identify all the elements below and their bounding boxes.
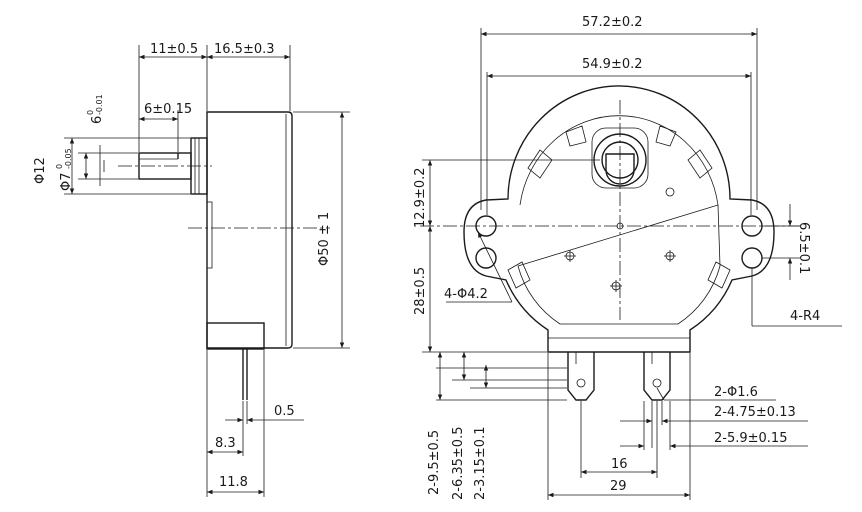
dim-6-5: 6.5±0.1 (796, 222, 811, 274)
svg-text:-0.05: -0.05 (64, 148, 73, 169)
dim-12-9: 12.9±0.2 (413, 167, 428, 228)
dim-11: 11±0.5 (150, 42, 198, 57)
dim-57-2: 57.2±0.2 (582, 15, 643, 30)
dim-29: 29 (610, 479, 627, 494)
side-notch (206, 201, 213, 269)
dim-16: 16 (611, 457, 628, 472)
dim-2-6-35: 2-6.35±0.5 (451, 427, 466, 500)
svg-text:0: 0 (86, 110, 95, 115)
dim-11-8: 11.8 (219, 475, 248, 490)
housing-outline (463, 85, 775, 353)
dim-16-5: 16.5±0.3 (214, 42, 275, 57)
dim-0-5: 0.5 (274, 404, 295, 419)
dim-d7: Φ7 0 -0.05 (55, 148, 74, 191)
svg-text:Φ7: Φ7 (59, 172, 74, 191)
side-view: 11±0.5 16.5±0.3 6±0.15 6 0 -0.01 Φ12 Φ7 … (33, 42, 350, 497)
terminal-left (567, 352, 595, 401)
dim-d50: Φ50 ± 1 (317, 212, 332, 266)
dim-4-d4-2: 4-Φ4.2 (444, 287, 488, 302)
dim-2-9-5: 2-9.5±0.5 (427, 430, 442, 495)
small-hole-1 (665, 187, 675, 197)
connector-block (206, 322, 265, 350)
dim-2-5-9: 2-5.9±0.15 (714, 431, 787, 446)
svg-text:0: 0 (55, 164, 64, 169)
dim-2-d1-6: 2-Φ1.6 (714, 385, 758, 400)
dim-6-15: 6±0.15 (144, 102, 192, 117)
dim-6-flat: 6 0 -0.01 (86, 94, 105, 124)
svg-text:-0.01: -0.01 (95, 94, 104, 115)
svg-text:6: 6 (90, 116, 105, 124)
shaft-flat (605, 153, 635, 185)
side-body-outline (206, 111, 293, 349)
dim-54-9: 54.9±0.2 (582, 57, 643, 72)
mount-hole-bl (475, 247, 497, 269)
dim-4-r4: 4-R4 (790, 309, 820, 324)
dim-28: 28±0.5 (413, 267, 428, 315)
dim-2-4-75: 2-4.75±0.13 (714, 405, 796, 420)
mount-hole-br (741, 247, 763, 269)
front-view: 57.2±0.2 54.9±0.2 12.9±0.2 28±0.5 4-Φ4.2… (413, 15, 842, 500)
terminal-right (643, 352, 671, 401)
housing-inner-rim (517, 115, 721, 325)
dim-2-3-15: 2-3.15±0.1 (473, 427, 488, 500)
dim-8-3: 8.3 (215, 436, 236, 451)
dim-d12: Φ12 (33, 157, 48, 184)
